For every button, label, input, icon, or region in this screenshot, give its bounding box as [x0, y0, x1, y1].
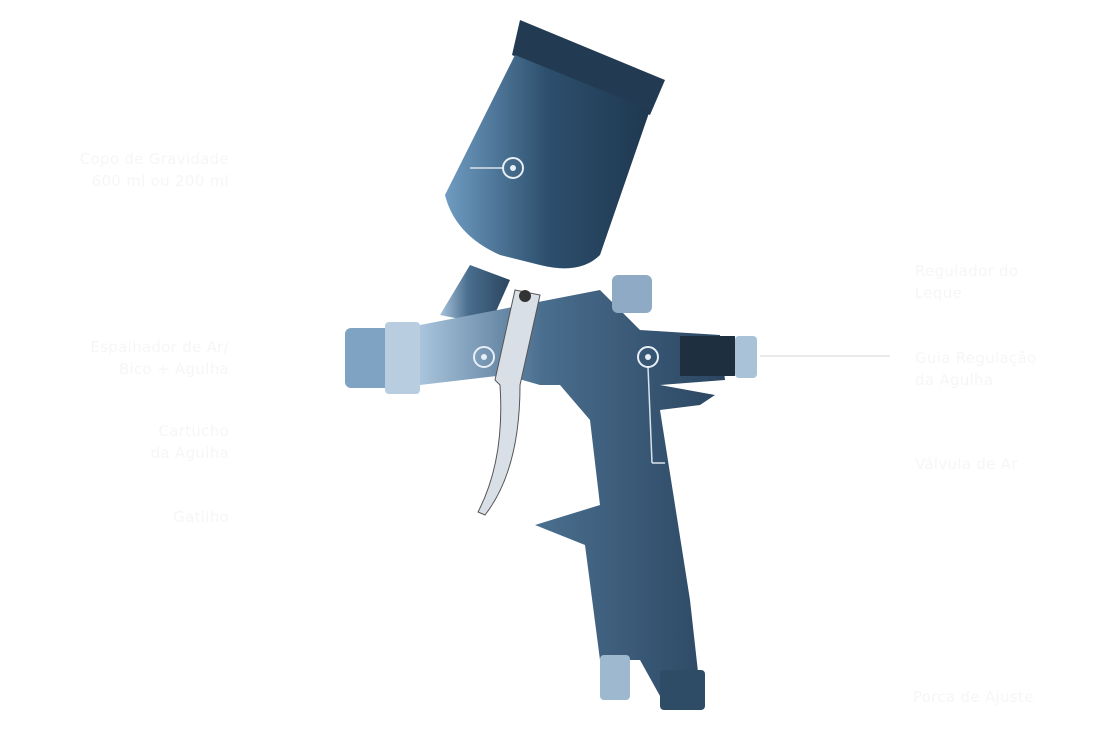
label-air-valve: Válvula de Ar — [915, 453, 1018, 475]
label-line: Leque — [915, 284, 963, 302]
label-line: Válvula de Ar — [915, 455, 1018, 473]
label-line: da Agulha — [150, 444, 229, 462]
label-gravity-cup: Copo de Gravidade 600 ml ou 200 ml — [80, 148, 229, 192]
gun-body — [420, 290, 725, 705]
label-line: 600 ml ou 200 ml — [91, 172, 229, 190]
label-line: Bico + Agulha — [118, 360, 229, 378]
gravity-cup — [445, 55, 650, 269]
label-needle-guide: Guia Regulação da Agulha — [915, 347, 1036, 391]
label-line: Copo de Gravidade — [79, 150, 229, 168]
trigger — [477, 289, 541, 516]
label-line: Porca de Ajuste — [913, 688, 1034, 706]
label-adjust-nut: Porca de Ajuste — [913, 686, 1034, 708]
label-trigger: Gatilho — [173, 506, 229, 528]
cartridge-hotspot[interactable] — [473, 346, 495, 368]
label-line: Regulador do — [915, 262, 1019, 280]
cup-lid — [512, 20, 665, 115]
label-fan-regulator: Regulador do Leque — [915, 260, 1018, 304]
label-line: Espalhador de Ar/ — [90, 338, 229, 356]
label-line: Gatilho — [173, 508, 229, 526]
label-line: Cartucho — [158, 422, 229, 440]
label-line: Guia Regulação — [915, 349, 1037, 367]
label-air-spreader: Espalhador de Ar/ Bico + Agulha — [90, 336, 229, 380]
cup-hotspot[interactable] — [502, 157, 524, 179]
label-needle-cartridge: Cartucho da Agulha — [151, 420, 229, 464]
label-line: da Agulha — [915, 371, 994, 389]
air-valve-hotspot[interactable] — [637, 346, 659, 368]
